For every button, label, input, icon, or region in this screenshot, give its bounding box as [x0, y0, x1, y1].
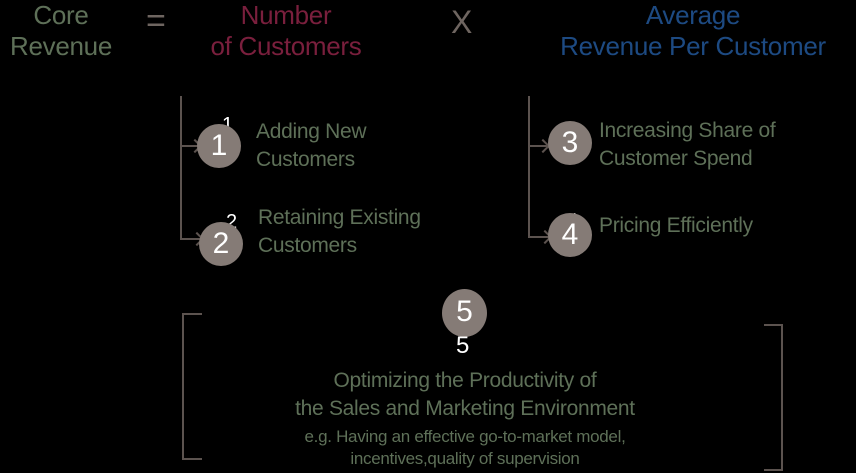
foundation-example: e.g. Having an effective go-to-market mo…	[200, 426, 730, 470]
average-revenue-line1: Average	[645, 0, 741, 30]
number-of-customers-line1: Number	[240, 0, 332, 30]
number-of-customers-line2: of Customers	[210, 31, 362, 61]
core-revenue-line2: Revenue	[10, 31, 112, 61]
lever-1-line2: Customers	[256, 148, 355, 171]
left-bracket	[182, 313, 202, 460]
lever-2-text: Retaining Existing Customers	[258, 204, 421, 260]
lever-2-line1: Retaining Existing	[258, 206, 421, 229]
connector-to-1	[180, 145, 200, 147]
core-revenue-label: Core Revenue	[0, 0, 122, 62]
lever-badge-3: 3	[548, 121, 592, 165]
right-bracket	[764, 324, 783, 471]
lever-badge-5: 5	[442, 289, 487, 337]
foundation-example-line1: e.g. Having an effective go-to-market mo…	[304, 427, 626, 446]
lever-2-line2: Customers	[258, 234, 357, 257]
foundation-title: Optimizing the Productivity of the Sales…	[200, 367, 730, 423]
lever-badge-4: 4	[548, 213, 592, 257]
connector-to-2	[180, 238, 202, 240]
lever-3-line1: Increasing Share of	[599, 119, 776, 142]
connector-to-4	[528, 236, 550, 238]
foundation-title-line2: the Sales and Marketing Environment	[295, 397, 635, 420]
foundation-title-line1: Optimizing the Productivity of	[333, 369, 597, 392]
stray-number-glyph: 2	[226, 211, 238, 233]
stray-number-glyph: 5	[456, 332, 470, 359]
connector-to-3	[528, 145, 548, 147]
right-tree-trunk	[528, 96, 530, 238]
core-revenue-line1: Core	[33, 0, 89, 30]
number-of-customers-label: Number of Customers	[186, 0, 386, 62]
lever-3-text: Increasing Share of Customer Spend	[599, 117, 776, 173]
lever-1-text: Adding New Customers	[256, 118, 367, 174]
average-revenue-line2: Revenue Per Customer	[560, 31, 826, 61]
average-revenue-label: Average Revenue Per Customer	[528, 0, 856, 62]
lever-3-line2: Customer Spend	[599, 147, 753, 170]
lever-4-text: Pricing Efficiently	[599, 212, 753, 240]
left-tree-trunk	[180, 96, 182, 240]
lever-badge-2: 2	[199, 222, 243, 266]
lever-badge-1: 1	[197, 124, 241, 168]
lever-4-line1: Pricing Efficiently	[599, 214, 753, 237]
lever-1-line1: Adding New	[256, 120, 367, 143]
multiply-sign: X	[451, 4, 473, 40]
foundation-example-line2: incentives,quality of supervision	[350, 449, 580, 468]
equals-sign: =	[146, 2, 166, 40]
